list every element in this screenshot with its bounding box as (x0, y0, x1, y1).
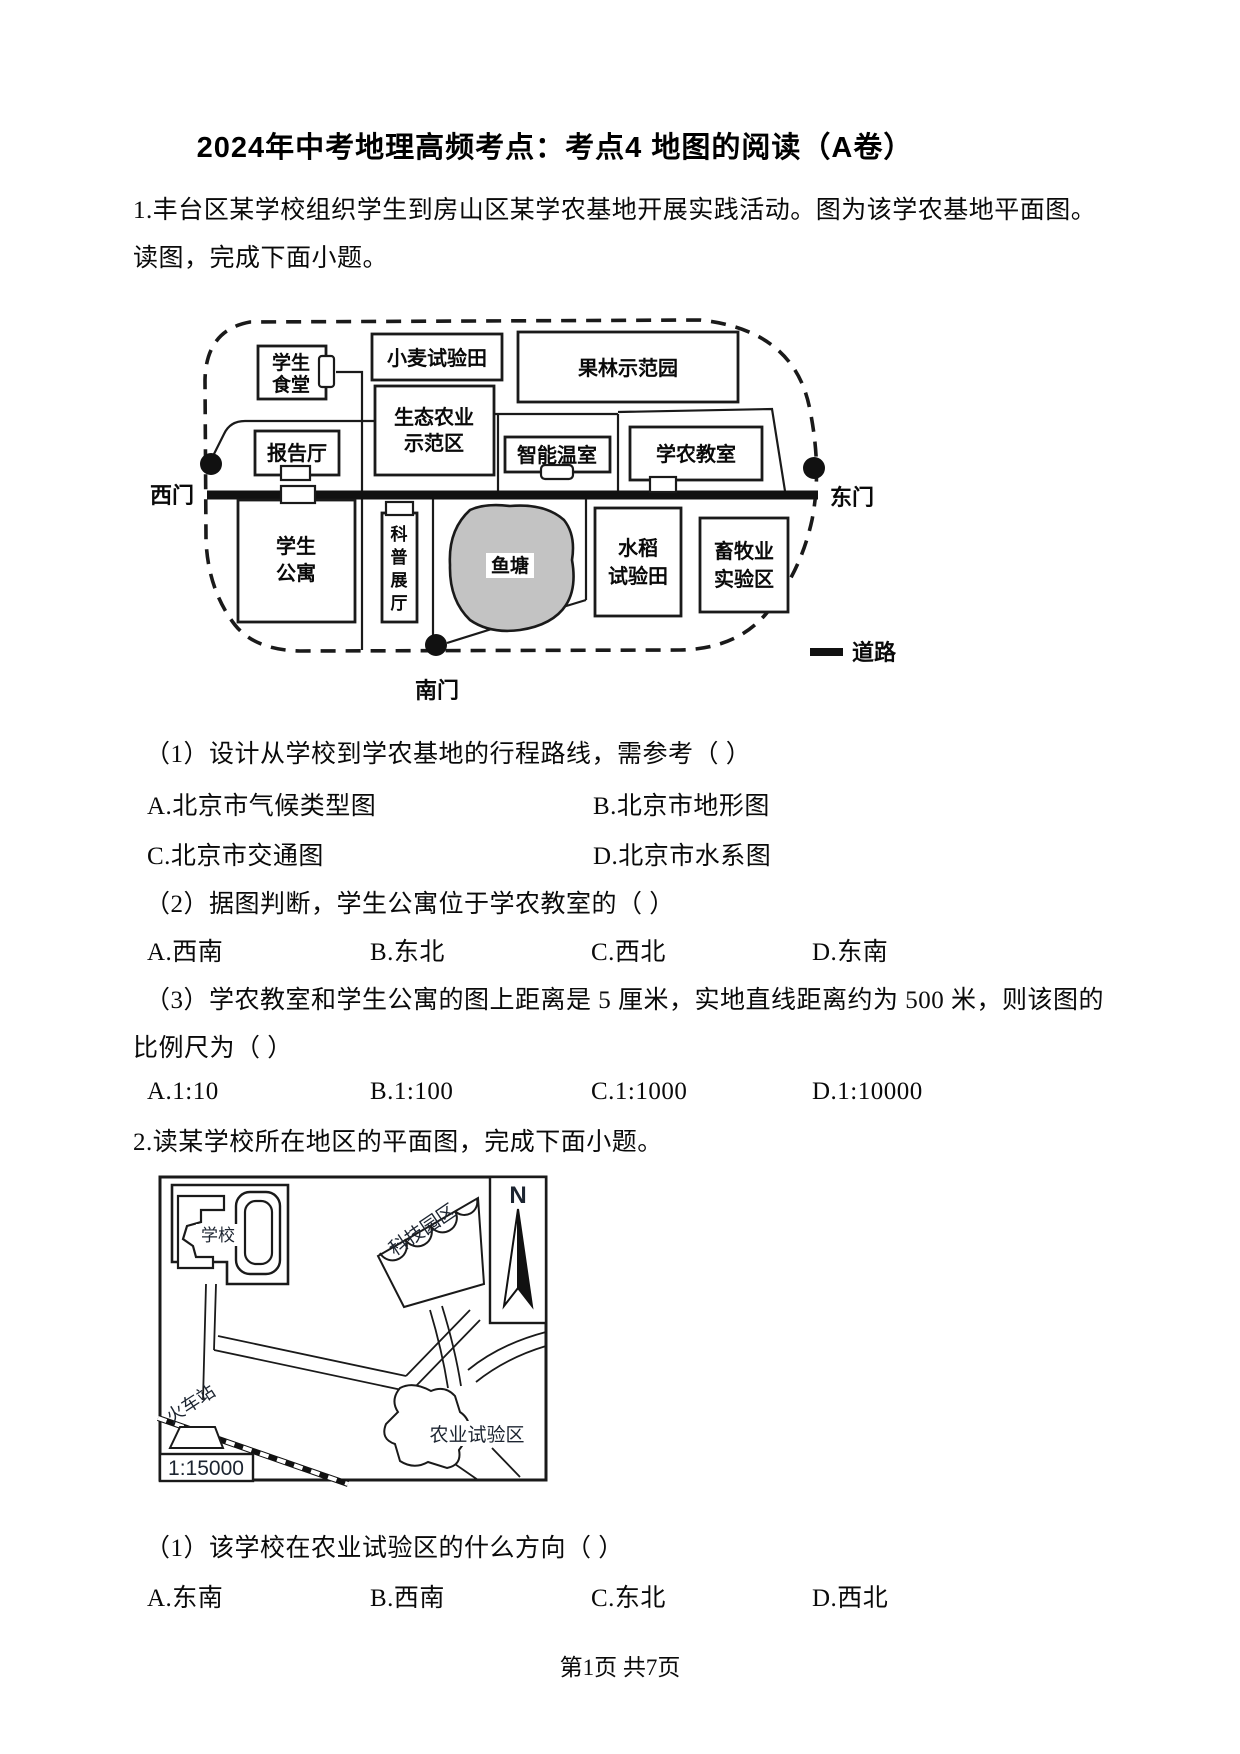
q2-sub1-stem: （1）该学校在农业试验区的什么方向（ ） (145, 1535, 624, 1562)
agri-area-label: 农业试验区 (429, 1424, 524, 1446)
science-label-4: 厅 (391, 594, 408, 613)
south-gate-label: 南门 (415, 678, 459, 703)
q2-intro: 2.读某学校所在地区的平面图，完成下面小题。 (133, 1129, 663, 1156)
lecture-door (279, 464, 312, 482)
building-livestock (698, 516, 790, 614)
road-tech-park-down (429, 1305, 462, 1389)
east-gate-label: 东门 (830, 485, 874, 510)
path-lecture-link (212, 419, 375, 457)
q1-sub2-option-d: D.东南 (812, 939, 889, 966)
school-label: 学校 (201, 1226, 235, 1245)
science-label-3: 展 (391, 571, 408, 590)
q2-sub1-option-d: D.西北 (812, 1585, 889, 1612)
q1-sub3-option-c: C.1:1000 (591, 1078, 688, 1105)
q1-intro-line1: 1.丰台区某学校组织学生到房山区某学农基地开展实践活动。图为该学农基地平面图。 (133, 197, 1097, 224)
q1-sub3-stem-line2: 比例尺为（ ） (133, 1035, 293, 1062)
canteen-label-2: 食堂 (272, 373, 310, 396)
q1-sub3-stem-line1: （3）学农教室和学生公寓的图上距离是 5 厘米，实地直线距离约为 500 米，则… (145, 987, 1105, 1014)
railway-line-hatch (157, 1416, 349, 1486)
west-gate-label: 西门 (150, 483, 194, 508)
canteen-door (317, 354, 336, 389)
eco-label-2: 示范区 (404, 431, 464, 455)
livestock-label-2: 实验区 (714, 567, 774, 591)
greenhouse-door (539, 463, 575, 481)
scale-box (158, 1452, 255, 1483)
building-canteen (256, 344, 328, 401)
agri-label-box (420, 1421, 534, 1446)
q1-sub2-option-a: A.西南 (147, 939, 224, 966)
q1-sub2-option-b: B.东北 (370, 939, 445, 966)
pond-label: 鱼塘 (491, 554, 529, 577)
q2-sub1-option-c: C.东北 (591, 1585, 666, 1612)
eco-label-1: 生态农业 (394, 405, 474, 429)
orchard-label: 果林示范园 (578, 356, 678, 380)
train-station-building (168, 1426, 225, 1449)
q1-sub2-option-c: C.西北 (591, 939, 666, 966)
q2-sub1-option-b: B.西南 (370, 1585, 445, 1612)
compass-needle-right (517, 1208, 534, 1310)
q1-sub1-option-a: A.北京市气候类型图 (147, 793, 377, 820)
school-building (176, 1194, 226, 1270)
path-greenhouse-platform (488, 412, 620, 491)
map1-boundary-dashed (203, 318, 819, 653)
legend-road-label: 道路 (852, 640, 897, 665)
q1-intro-line2: 读图，完成下面小题。 (133, 245, 389, 272)
map2-school-area: 学校 科技园区 农业试验区 火车站 N 1:15000 (157, 1175, 548, 1487)
science-label-2: 普 (391, 547, 408, 567)
pond-label-box (486, 553, 534, 578)
road-east-edge (467, 1331, 547, 1383)
wheat-label: 小麦试验田 (387, 346, 487, 370)
building-rice-field (593, 506, 683, 618)
classroom-label: 学农教室 (656, 442, 736, 466)
classroom-door (648, 475, 678, 494)
science-label-1: 科 (391, 524, 408, 544)
page-footer: 第1页 共7页 (559, 1655, 681, 1680)
building-science-hall (380, 511, 419, 624)
science-door (384, 500, 415, 517)
scale-label: 1:15000 (168, 1457, 244, 1480)
road-school-south (202, 1283, 217, 1401)
page-title: 2024年中考地理高频考点：考点4 地图的阅读（A卷） (196, 132, 914, 164)
q1-sub2-stem: （2）据图判断，学生公寓位于学农教室的（ ） (145, 891, 675, 918)
north-label: N (509, 1182, 526, 1209)
q1-sub1-option-c: C.北京市交通图 (147, 843, 324, 870)
dorm-door (279, 484, 317, 505)
road-to-tech-park (405, 1309, 481, 1387)
q1-sub3-option-a: A.1:10 (147, 1078, 219, 1105)
dorm-label-2: 公寓 (276, 561, 316, 585)
school-track-inner (243, 1199, 274, 1266)
building-classroom (628, 425, 764, 482)
road-main-diagonal (213, 1335, 407, 1391)
south-gate-dot (425, 634, 447, 656)
building-wheat-field (370, 332, 504, 382)
map1-farm-base: 鱼塘 学生 食堂 小麦试验田 果林示范园 生态农业 示范区 报告厅 智能温室 学… (150, 318, 897, 703)
q1-sub3-option-d: D.1:10000 (812, 1078, 923, 1105)
q2-sub1-option-a: A.东南 (147, 1585, 224, 1612)
greenhouse-label: 智能温室 (517, 443, 597, 467)
east-gate-dot (803, 457, 825, 479)
path-classroom-platform (617, 407, 787, 492)
q1-sub1-option-b: B.北京市地形图 (593, 793, 770, 820)
building-dorm (236, 498, 357, 624)
building-eco-agriculture (373, 384, 496, 477)
school-label-box (196, 1224, 240, 1246)
rice-label-1: 水稻 (618, 536, 658, 560)
tech-park-scallops (379, 1198, 479, 1262)
rice-label-2: 试验田 (608, 564, 668, 588)
road-ticks-bottom-right (451, 1447, 521, 1481)
q1-sub3-option-b: B.1:100 (370, 1078, 454, 1105)
dorm-label-1: 学生 (276, 534, 316, 558)
lecture-label: 报告厅 (267, 441, 327, 465)
livestock-label-1: 畜牧业 (714, 539, 774, 563)
tech-park-block (376, 1196, 486, 1309)
q1-sub1-stem: （1）设计从学校到学农基地的行程路线，需参考（ ） (145, 741, 752, 768)
q1-sub1-option-d: D.北京市水系图 (593, 843, 772, 870)
path-canteen-link (336, 370, 364, 491)
canteen-label-1: 学生 (272, 351, 310, 374)
west-gate-dot (200, 453, 222, 475)
building-orchard (516, 330, 740, 404)
